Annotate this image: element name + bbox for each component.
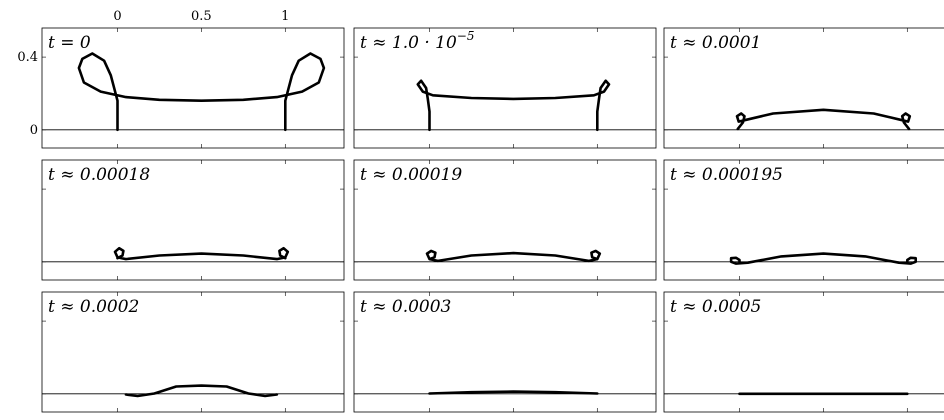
panel-1: t = 0 xyxy=(41,27,345,149)
panel-frame xyxy=(353,27,657,149)
x-tick-label: 0 xyxy=(113,9,121,24)
panel-5: t ≈ 0.00019 xyxy=(353,159,657,281)
time-label: t ≈ 1.0 · 10−5 xyxy=(360,29,474,53)
panel-frame xyxy=(353,291,657,413)
time-label: t ≈ 0.00019 xyxy=(360,165,462,185)
interface-curve xyxy=(425,249,602,263)
panel-frame xyxy=(663,159,944,281)
interface-curve xyxy=(124,384,279,398)
panel-2: t ≈ 1.0 · 10−5 xyxy=(353,27,657,149)
time-label: t ≈ 0.0003 xyxy=(360,297,451,317)
panel-8: t ≈ 0.0003 xyxy=(353,291,657,413)
panel-3: t ≈ 0.0001 xyxy=(663,27,944,149)
panel-frame xyxy=(353,159,657,281)
panel-frame xyxy=(663,27,944,149)
time-label: t ≈ 0.00018 xyxy=(48,165,150,185)
panel-6: t ≈ 0.000195 xyxy=(663,159,944,281)
panel-frame xyxy=(663,291,944,413)
interface-curve xyxy=(735,108,912,131)
interface-curve xyxy=(428,390,599,395)
panel-7: t ≈ 0.0002 xyxy=(41,291,345,413)
interface-curve xyxy=(113,246,290,261)
interface-curve xyxy=(416,79,611,132)
interface-curve xyxy=(77,52,326,132)
panel-frame xyxy=(41,159,345,281)
panel-frame xyxy=(41,291,345,413)
x-tick-label: 0.5 xyxy=(191,9,212,24)
panel-9: t ≈ 0.0005 xyxy=(663,291,944,413)
time-label: t ≈ 0.0001 xyxy=(670,33,761,53)
time-label-exponent: −5 xyxy=(457,29,475,43)
y-tick-label: 0 xyxy=(30,123,38,138)
interface-curve xyxy=(729,252,917,265)
time-label: t ≈ 0.0005 xyxy=(670,297,761,317)
panel-frame xyxy=(41,27,345,149)
y-tick-label: 0.4 xyxy=(17,50,38,65)
time-label: t ≈ 0.0002 xyxy=(48,297,139,317)
panel-4: t ≈ 0.00018 xyxy=(41,159,345,281)
time-label: t = 0 xyxy=(48,33,91,53)
time-label: t ≈ 0.000195 xyxy=(670,165,783,185)
x-tick-label: 1 xyxy=(281,9,289,24)
